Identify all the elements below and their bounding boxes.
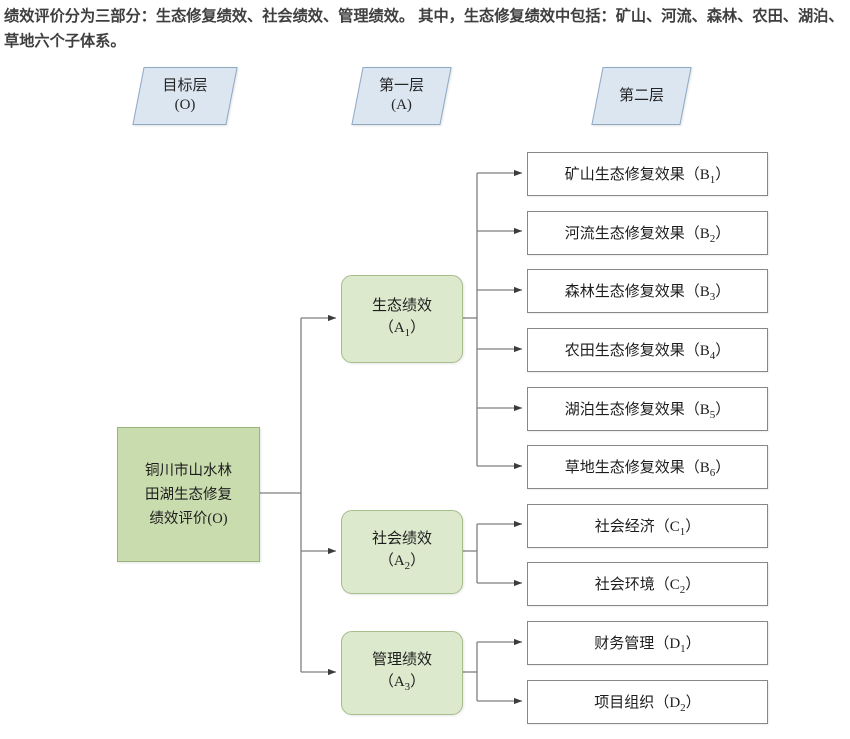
node-b1[interactable]: 矿山生态修复效果（B1） <box>527 152 768 196</box>
node-d1-code: D <box>669 635 681 652</box>
header-text-target: 目标层 (O) <box>138 67 232 125</box>
node-b2-name: 河流生态修复效果 <box>564 225 685 242</box>
node-root-label: 铜川市山水林 田湖生态修复 绩效评价(O) <box>145 462 232 527</box>
node-b1-name: 矿山生态修复效果 <box>564 166 685 183</box>
header-text-second: 第二层 <box>597 67 686 125</box>
node-d1-name: 财务管理 <box>594 635 655 652</box>
node-a1-label: 生态绩效 <box>371 297 432 314</box>
node-b3-name: 森林生态修复效果 <box>564 283 685 300</box>
node-b2-index: 2 <box>709 232 716 245</box>
node-d2-index: 2 <box>680 701 686 714</box>
node-c1[interactable]: 社会经济（C1） <box>527 504 768 548</box>
node-b4-name: 农田生态修复效果 <box>564 342 685 359</box>
node-a2-label: 社会绩效 <box>371 530 432 547</box>
node-a3-code-letter: A <box>393 673 405 690</box>
node-b3-code: B <box>699 283 710 300</box>
node-b3-index: 3 <box>709 290 716 303</box>
node-b4-label: 农田生态修复效果（B4） <box>564 342 731 362</box>
node-d2-code: D <box>669 694 681 711</box>
node-root[interactable]: 铜川市山水林 田湖生态修复 绩效评价(O) <box>117 427 260 562</box>
node-d2-name: 项目组织 <box>594 694 655 711</box>
node-a1-code-letter: A <box>393 319 405 336</box>
node-b3-label: 森林生态修复效果（B3） <box>564 283 731 303</box>
header-level-second: 第二层 <box>591 67 692 125</box>
header-level-first: 第一层 (A) <box>351 67 452 125</box>
node-b5-code: B <box>699 401 710 418</box>
header-target-line2: (O) <box>174 97 196 113</box>
node-a2-code: （A2） <box>378 552 426 572</box>
diagram-caption: 绩效评价分为三部分：生态修复绩效、社会绩效、管理绩效。 其中，生态修复绩效中包括… <box>4 8 844 50</box>
header-first-line1: 第一层 <box>378 78 424 94</box>
node-c2[interactable]: 社会环境（C2） <box>527 562 768 606</box>
node-b1-code: B <box>699 166 710 183</box>
node-b4-code: B <box>699 342 710 359</box>
node-b6-code: B <box>699 459 710 476</box>
node-c1-index: 1 <box>679 525 686 538</box>
node-b4-index: 4 <box>709 349 716 362</box>
node-b2[interactable]: 河流生态修复效果（B2） <box>527 211 768 255</box>
node-c2-name: 社会环境 <box>594 576 655 593</box>
node-d2[interactable]: 项目组织（D2） <box>527 680 768 724</box>
node-b4[interactable]: 农田生态修复效果（B4） <box>527 328 768 372</box>
node-b5-label: 湖泊生态修复效果（B5） <box>564 401 731 421</box>
node-b6-label: 草地生态修复效果（B6） <box>564 459 731 479</box>
node-d1[interactable]: 财务管理（D1） <box>527 621 768 665</box>
node-b6-name: 草地生态修复效果 <box>564 459 685 476</box>
node-a1[interactable]: 生态绩效 （A1） <box>341 275 463 363</box>
node-a3-code: （A3） <box>378 673 426 693</box>
header-target-line1: 目标层 <box>162 78 208 94</box>
node-a2[interactable]: 社会绩效 （A2） <box>341 510 463 594</box>
node-c2-index: 2 <box>679 583 686 596</box>
node-a3-label: 管理绩效 <box>371 651 432 668</box>
node-c1-label: 社会经济（C1） <box>594 518 701 538</box>
node-c2-code: C <box>669 576 680 593</box>
node-c1-code: C <box>669 518 680 535</box>
node-d2-label: 项目组织（D2） <box>594 694 701 714</box>
header-first-line2: (A) <box>391 97 412 113</box>
node-b1-index: 1 <box>709 173 716 186</box>
node-a3-code-index: 3 <box>404 680 411 693</box>
node-c2-label: 社会环境（C2） <box>594 576 701 596</box>
node-c1-name: 社会经济 <box>594 518 655 535</box>
node-a1-code-index: 1 <box>404 326 411 339</box>
node-b6[interactable]: 草地生态修复效果（B6） <box>527 445 768 489</box>
node-b6-index: 6 <box>709 466 716 479</box>
node-b2-label: 河流生态修复效果（B2） <box>564 225 731 245</box>
node-d1-index: 1 <box>680 642 686 655</box>
node-d1-label: 财务管理（D1） <box>594 635 701 655</box>
node-a3[interactable]: 管理绩效 （A3） <box>341 631 463 715</box>
node-a2-code-index: 2 <box>404 559 411 572</box>
node-a1-code: （A1） <box>378 319 426 339</box>
node-b3[interactable]: 森林生态修复效果（B3） <box>527 269 768 313</box>
header-text-first: 第一层 (A) <box>357 67 446 125</box>
node-b5-name: 湖泊生态修复效果 <box>564 401 685 418</box>
node-b2-code: B <box>699 225 710 242</box>
header-second-line1: 第二层 <box>618 87 664 104</box>
node-b1-label: 矿山生态修复效果（B1） <box>564 166 731 186</box>
header-level-target: 目标层 (O) <box>132 67 238 125</box>
node-b5-index: 5 <box>709 408 716 421</box>
node-a2-code-letter: A <box>393 552 405 569</box>
node-b5[interactable]: 湖泊生态修复效果（B5） <box>527 387 768 431</box>
